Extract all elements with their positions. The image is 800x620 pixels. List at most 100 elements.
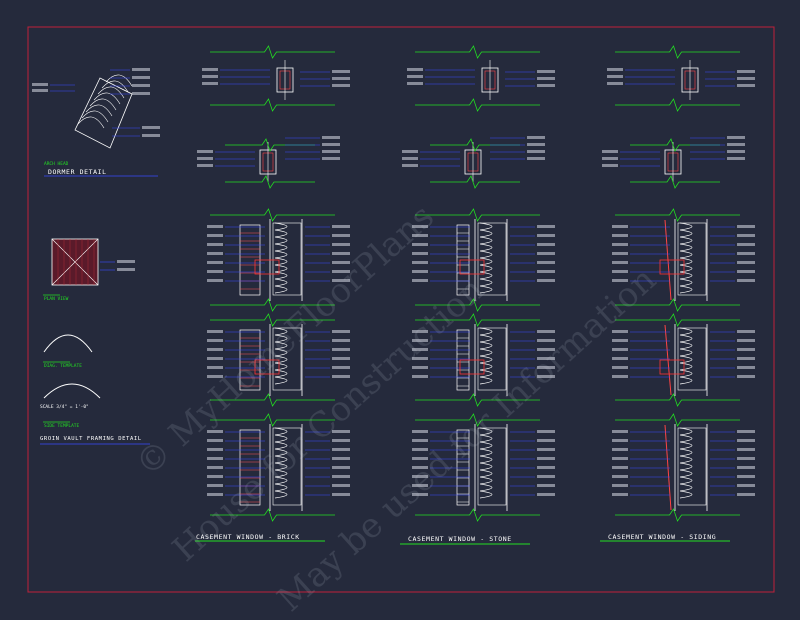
leader-note-block	[207, 234, 223, 237]
leader-note-block	[737, 339, 755, 342]
diag-template-arc	[43, 334, 93, 353]
leader-note-block	[402, 150, 418, 153]
groin-vault-title: GROIN VAULT FRAMING DETAIL	[40, 436, 142, 442]
leader-note-block	[537, 493, 555, 496]
leader-note-block	[612, 475, 628, 478]
leader-note-block	[527, 136, 545, 139]
column-title-brick: CASEMENT WINDOW - BRICK	[196, 533, 300, 541]
break-line	[615, 508, 740, 522]
leader-note-block	[612, 430, 628, 433]
leader-note-block	[207, 466, 223, 469]
break-line	[210, 413, 335, 427]
section-cut-box	[659, 259, 685, 275]
insulation-batt	[679, 222, 693, 294]
leader-note-block	[612, 357, 628, 360]
break-line	[415, 393, 540, 407]
leader-note-block	[332, 348, 350, 351]
leader-note-block	[207, 225, 223, 228]
leader-note-block	[412, 330, 428, 333]
leader-note-block	[537, 466, 555, 469]
leader-note-block	[537, 77, 555, 80]
leader-note-block	[412, 261, 428, 264]
leader-note-block	[207, 493, 223, 496]
insulation-batt	[679, 427, 693, 499]
leader-note-block	[737, 243, 755, 246]
break-line	[615, 313, 740, 327]
leader-note-block	[737, 457, 755, 460]
leader-note-block	[332, 77, 350, 80]
leader-note-block	[332, 439, 350, 442]
leader-note-block	[602, 150, 618, 153]
leader-note-block	[737, 279, 755, 282]
break-line	[415, 313, 540, 327]
break-line	[415, 508, 540, 522]
insulation-batt	[479, 222, 493, 294]
leader-note-block	[612, 330, 628, 333]
leader-note-block	[412, 225, 428, 228]
leader-note-block	[197, 157, 213, 160]
leader-note-block	[537, 439, 555, 442]
section-cut-box	[459, 259, 485, 275]
leader-note-block	[332, 252, 350, 255]
leader-note-block	[412, 252, 428, 255]
leader-note-block	[407, 82, 423, 85]
leader-note-block	[412, 430, 428, 433]
leader-note-block	[132, 76, 150, 79]
leader-note-block	[737, 475, 755, 478]
leader-note-block	[332, 225, 350, 228]
leader-note-block	[332, 70, 350, 73]
leader-note-block	[207, 243, 223, 246]
leader-note-block	[737, 366, 755, 369]
leader-note-block	[402, 164, 418, 167]
break-line	[210, 313, 335, 327]
leader-note-block	[407, 75, 423, 78]
leader-note-block	[527, 150, 545, 153]
leader-note-block	[207, 457, 223, 460]
leader-note-block	[322, 150, 340, 153]
leader-note-block	[332, 493, 350, 496]
leader-note-block	[537, 252, 555, 255]
dormer-rib	[81, 110, 109, 123]
stud-cavity	[272, 222, 302, 296]
leader-note-block	[412, 243, 428, 246]
leader-note-block	[32, 83, 48, 86]
stud-cavity	[272, 427, 302, 506]
cad-drawing-sheet: ARCH HEAD DORMER DETAIL PLAN VIEW DIAG. …	[27, 26, 775, 620]
leader-note-block	[207, 330, 223, 333]
sheet-border	[27, 26, 775, 593]
leader-note-block	[322, 157, 340, 160]
break-line	[615, 393, 740, 407]
break-line	[210, 393, 335, 407]
groin-diagonal	[51, 238, 99, 286]
leader-note-block	[537, 448, 555, 451]
leader-note-block	[207, 261, 223, 264]
leader-note-block	[407, 68, 423, 71]
break-line	[615, 298, 740, 312]
leader-note-block	[612, 234, 628, 237]
leader-note-block	[412, 348, 428, 351]
leader-note-block	[117, 268, 135, 271]
section-cut-box	[254, 259, 280, 275]
leader-note-block	[737, 252, 755, 255]
break-line	[415, 98, 540, 112]
leader-note-block	[207, 475, 223, 478]
leader-note-block	[332, 475, 350, 478]
leader-note-block	[322, 136, 340, 139]
section-cut-box	[254, 359, 280, 375]
leader-note-block	[737, 70, 755, 73]
stud-cavity	[677, 222, 707, 296]
dormer-detail-title: DORMER DETAIL	[48, 168, 107, 176]
insulation-batt	[479, 427, 493, 499]
leader-note-block	[332, 484, 350, 487]
leader-note-block	[412, 357, 428, 360]
leader-note-block	[142, 126, 160, 129]
leader-note-block	[402, 157, 418, 160]
leader-note-block	[322, 143, 340, 146]
leader-note-block	[537, 348, 555, 351]
leader-note-block	[612, 279, 628, 282]
leader-note-block	[537, 339, 555, 342]
leader-note-block	[737, 357, 755, 360]
leader-note-block	[332, 375, 350, 378]
groin-diag-template-label: DIAG. TEMPLATE	[44, 364, 82, 369]
column-title-siding: CASEMENT WINDOW - SIDING	[608, 533, 717, 541]
